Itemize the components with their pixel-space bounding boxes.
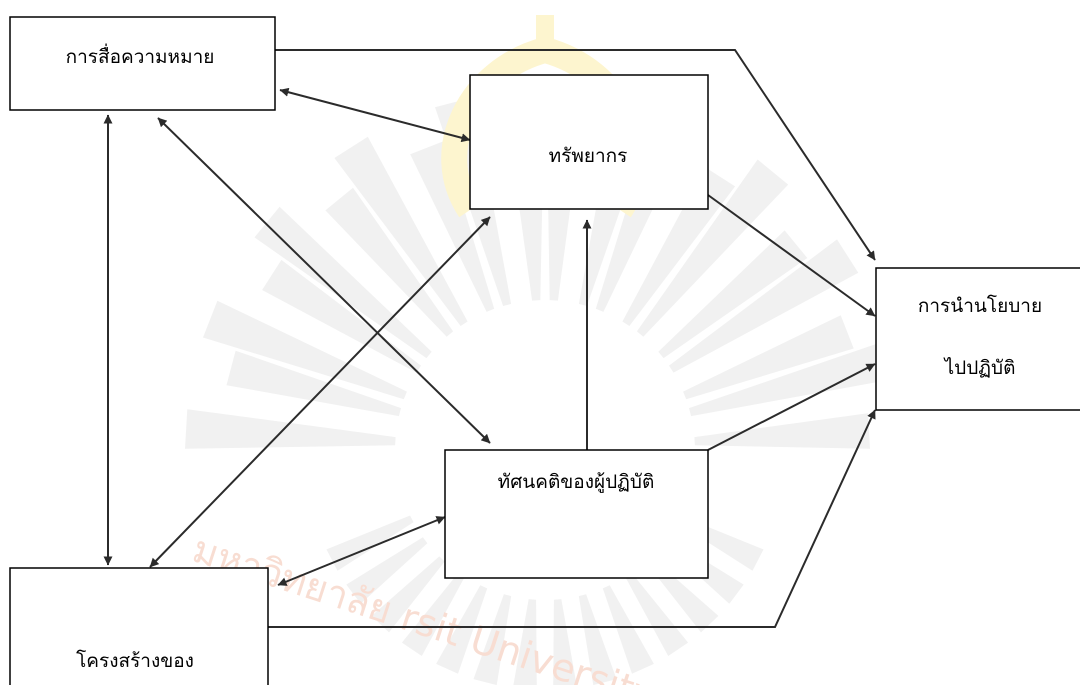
- watermark-ray: [636, 159, 789, 337]
- node-layer: การสื่อความหมาย ทรัพยากร การนำนโยบาย ไปป…: [9, 16, 1080, 685]
- watermark-ray: [694, 413, 870, 449]
- node-resources-label: ทรัพยากร: [549, 145, 628, 167]
- watermark-ray: [401, 572, 465, 656]
- node-resources: ทรัพยากร: [469, 74, 709, 210]
- watermark-ray: [185, 409, 396, 449]
- watermark-ray: [625, 572, 689, 656]
- arrow-layer: [103, 49, 876, 628]
- watermark-ray: [473, 594, 512, 685]
- node-structure: โครงสร้างของ: [9, 567, 269, 685]
- node-attitudes: ทัศนคติของผู้ปฏิบัติ: [444, 449, 709, 579]
- watermark-ray: [578, 594, 617, 685]
- arrow-structure-implementation: [268, 409, 876, 628]
- watermark-ray: [669, 239, 859, 373]
- node-structure-label: โครงสร้างของ: [76, 649, 194, 672]
- watermark-ray: [553, 599, 577, 685]
- watermark-ray: [658, 230, 808, 359]
- watermark-ray: [689, 340, 898, 417]
- arrow-communication-implementation: [275, 49, 876, 261]
- arrow-resources-implementation: [707, 194, 876, 317]
- watermark-ray: [683, 315, 854, 400]
- node-implementation-label-line-2: ไปปฏิบัติ: [943, 357, 1016, 379]
- watermark-ray: [513, 599, 537, 685]
- node-attitudes-label: ทัศนคติของผู้ปฏิบัติ: [498, 471, 655, 493]
- node-communication: การสื่อความหมาย: [9, 16, 276, 111]
- node-implementation-label-line-1: การนำนโยบาย: [918, 294, 1042, 317]
- arrow-attitudes-structure: [277, 516, 446, 586]
- watermark-ray: [602, 585, 654, 674]
- arrow-attitudes-implementation: [707, 363, 876, 451]
- watermark-ray: [436, 585, 488, 674]
- node-communication-label: การสื่อความหมาย: [66, 43, 215, 68]
- node-implementation: การนำนโยบาย ไปปฏิบัติ: [875, 267, 1080, 411]
- arrow-resources-structure: [149, 216, 491, 568]
